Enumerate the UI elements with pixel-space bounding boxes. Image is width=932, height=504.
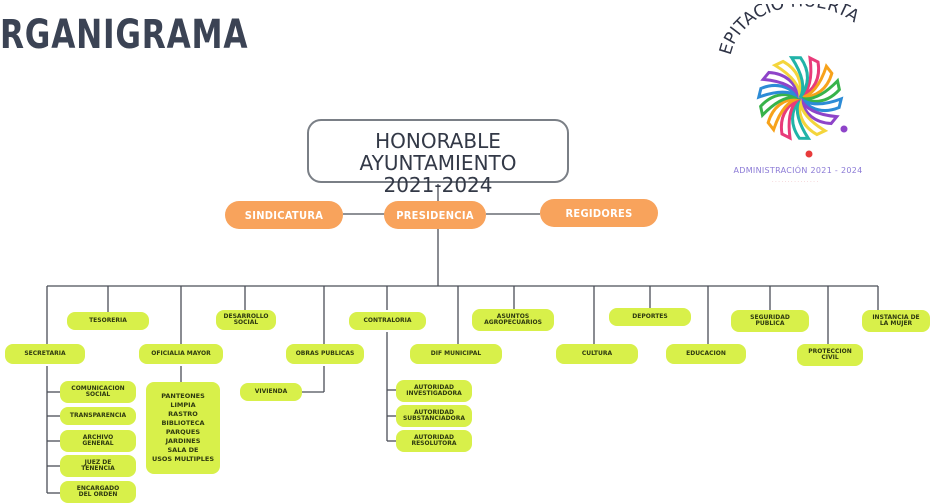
logo-admin-text: ADMINISTRACIÓN 2021 - 2024 [733,166,863,175]
comunicacion-social-node: COMUNICACION SOCIAL [60,381,136,403]
seguridad-publica-node: SEGURIDAD PUBLICA [731,310,809,332]
desarrollo-social-node: DESARROLLO SOCIAL [216,310,276,330]
transparencia-node: TRANSPARENCIA [60,407,136,425]
archivo-general-node: ARCHIVO GENERAL [60,430,136,452]
presidencia-node: PRESIDENCIA [384,201,486,229]
logo-petal [760,70,802,99]
logo-emblem: EPITACIO HUERTA [716,4,863,158]
page-title: RGANIGRAMA [0,12,249,58]
logo-petal [799,63,834,100]
logo-petal [766,96,801,133]
autoridad-resolutora-node: AUTORIDAD RESOLUTORA [396,430,472,452]
tesoreria-node: TESORERIA [67,312,149,330]
logo-dot-icon [805,150,813,158]
dif-municipal-node: DIF MUNICIPAL [410,344,502,364]
deportes-node: DEPORTES [609,308,691,326]
logo-tagline: · · · · · · · · · · · · · · · [771,179,819,185]
logo-petal [799,77,841,103]
logo-petal [759,93,801,119]
logo-petal [771,59,803,99]
vivienda-node: VIVIENDA [240,383,302,401]
instancia-mujer-node: INSTANCIA DE LA MUJER [862,310,930,332]
oficialia-mayor-node: OFICIALIA MAYOR [139,344,223,364]
logo-petal [798,97,840,126]
proteccion-civil-node: PROTECCION CIVIL [797,344,863,366]
logo-petal [799,55,821,100]
logo-petal [791,97,812,140]
secretaria-node: SECRETARIA [5,344,85,364]
autoridad-substanciadora-node: AUTORIDAD SUBSTANCIADORA [396,405,472,427]
contraloria-node: CONTRALORIA [349,312,426,330]
logo-petal [756,83,802,100]
regidores-node: REGIDORES [540,199,658,227]
cultura-node: CULTURA [556,344,638,364]
logo-petal [779,96,801,141]
encargado-orden-node: ENCARGADO DEL ORDEN [60,481,136,503]
obras-publicas-node: OBRAS PUBLICAS [286,344,364,364]
educacion-node: EDUCACION [666,344,746,364]
logo-petal [797,97,829,137]
logo-petal [788,56,809,99]
oficialia-services-node: PANTEONES LIMPIA RASTRO BIBLIOTECA PARQU… [146,382,220,474]
asuntos-agropecuarios-node: ASUNTOS AGROPECUARIOS [472,309,554,331]
ayuntamiento-box: HONORABLE AYUNTAMIENTO 2021-2024 [307,119,569,196]
autoridad-investigadora-node: AUTORIDAD INVESTIGADORA [396,380,472,402]
logo-petal [798,96,844,113]
ayuntamiento-title: HONORABLE AYUNTAMIENTO [359,129,517,175]
sindicatura-node: SINDICATURA [225,201,343,229]
logo-flower-icon [756,55,844,141]
logo-dot-icon [840,125,848,133]
ayuntamiento-period: 2021-2024 [383,173,493,197]
juez-tenencia-node: JUEZ DE TENENCIA [60,455,136,477]
